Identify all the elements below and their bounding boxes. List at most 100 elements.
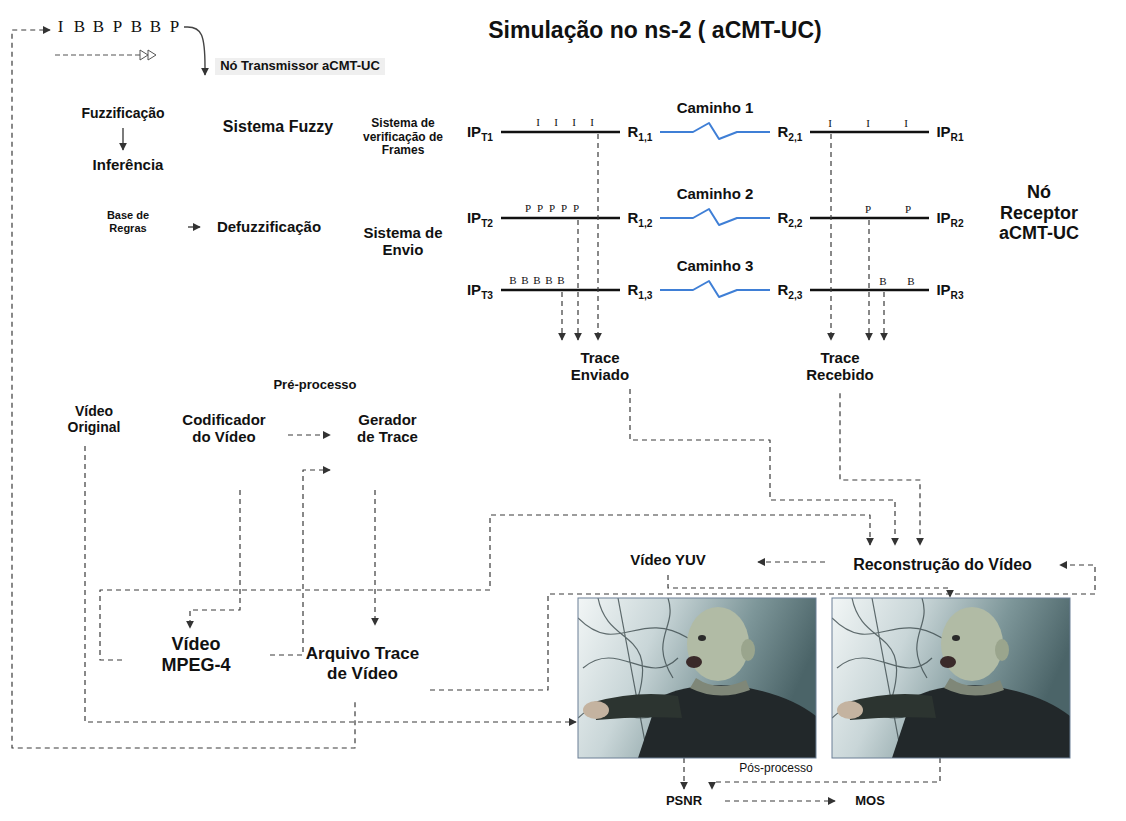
- trace-file-outline: [541, 341, 660, 398]
- process-box-outline: [353, 196, 454, 287]
- node-label: Reconstrução do Vídeo: [853, 556, 1032, 574]
- node-label: Sistema de verificação de Frames: [358, 117, 448, 158]
- router-outline: [621, 199, 659, 237]
- subscript-label: T2: [481, 218, 493, 229]
- flow-arrow: [840, 393, 920, 545]
- packet-outline: [518, 269, 535, 292]
- packet-outline: [542, 269, 559, 292]
- network-link: [810, 131, 929, 134]
- metric-box-outline: [644, 788, 725, 814]
- ip-interface-outline: [460, 112, 500, 152]
- video-frame-outline: [89, 9, 108, 46]
- router-outline: [771, 199, 809, 237]
- ip-interface: IPT2: [459, 197, 501, 239]
- simulation-panel-outline: [39, 3, 1126, 387]
- text-box: P: [547, 196, 557, 220]
- trace-file-outline: [784, 344, 903, 401]
- packet-outline: [904, 271, 921, 292]
- router-outline: [621, 271, 659, 309]
- packet: I: [860, 112, 878, 134]
- text-box: R1,2: [620, 198, 660, 238]
- text-box: I: [825, 112, 835, 134]
- router: R2,2: [770, 198, 810, 238]
- subscript-label: 2,2: [788, 218, 802, 229]
- packet: I: [566, 110, 586, 134]
- text-box: B: [556, 268, 566, 292]
- text-box: Trace Enviado: [560, 344, 640, 388]
- process-box: Base de RegrasInferência: [68, 150, 188, 262]
- node-label: Defuzzificação: [217, 218, 321, 235]
- trace-file-outline: [296, 626, 430, 706]
- ip-interface: IPT1: [459, 111, 501, 153]
- node-label: I: [572, 116, 576, 129]
- text-box: IPR3: [929, 269, 971, 311]
- flow-arrow: [270, 470, 330, 655]
- preprocess-panel-outline: [141, 374, 490, 510]
- ip-interface-outline: [460, 270, 500, 310]
- network-link: [501, 217, 620, 220]
- text-box: R1,1: [620, 112, 660, 152]
- text-box: IPT3: [459, 269, 501, 311]
- ip-interface: IPR2: [929, 197, 971, 239]
- video-flow-wire: [683, 758, 684, 789]
- network-link: [810, 217, 929, 220]
- subscript-label: R2: [951, 218, 964, 229]
- network-link: [501, 289, 620, 292]
- path-label: Caminho 3: [665, 257, 765, 274]
- video-frame: B: [126, 8, 146, 46]
- video-file-outline: [123, 629, 270, 686]
- text-box: Fuzzificação: [74, 102, 172, 124]
- text-box: R2,1: [770, 112, 810, 152]
- text-box: R2,2: [770, 198, 810, 238]
- subscript-label: 1,3: [638, 290, 652, 301]
- text-box: I: [54, 8, 67, 46]
- process-box: Vídeo YUV: [578, 545, 758, 575]
- video-flow-wire: [85, 446, 576, 722]
- trace-file: Trace Enviado: [540, 340, 660, 402]
- text-box: P: [571, 196, 581, 220]
- database-cylinder-outline: [89, 181, 168, 196]
- video-frame: B: [69, 8, 89, 46]
- node-label: P: [905, 203, 911, 216]
- text-box: P: [863, 198, 873, 220]
- text-box: B: [73, 8, 86, 46]
- node-label: Pós-processo: [739, 762, 812, 776]
- packet-outline: [533, 197, 550, 220]
- node-label: IP: [936, 209, 950, 226]
- process-box-outline: [201, 206, 338, 249]
- node-label: R: [627, 123, 638, 140]
- node-label: I: [828, 117, 832, 130]
- node-label: B: [74, 17, 85, 37]
- process-box-outline: [579, 546, 758, 575]
- packet: P: [544, 196, 562, 220]
- node-label: I: [58, 17, 64, 37]
- video-frame-outline: [127, 9, 146, 46]
- subscript-label: 2,3: [788, 290, 802, 301]
- path-label: Caminho 1: [665, 99, 765, 116]
- packet-shape: [566, 110, 586, 134]
- node-label: Vídeo Original: [56, 403, 132, 435]
- process-box-outline: [353, 91, 454, 185]
- video-still-image: [832, 598, 1070, 758]
- router-outline: [771, 271, 809, 309]
- video-file-outline: [51, 399, 138, 445]
- flow-arrow: [868, 220, 869, 340]
- packet-outline: [899, 113, 916, 134]
- text-box: B: [149, 8, 162, 46]
- node-label: B: [131, 17, 142, 37]
- process-box: Fuzzificação: [68, 98, 178, 128]
- flow-arrow: [122, 128, 123, 150]
- flow-arrow: [758, 561, 825, 562]
- ip-interface-outline: [930, 198, 970, 238]
- node-label: P: [525, 202, 531, 215]
- text-box: Inferência: [68, 154, 188, 176]
- node-label: Gerador de Trace: [350, 411, 425, 446]
- video-flow-wire: [668, 575, 950, 597]
- node-label: B: [879, 275, 886, 288]
- packet-outline: [545, 197, 562, 220]
- text-box: IPT2: [459, 197, 501, 239]
- packet: B: [875, 270, 893, 292]
- router-outline: [621, 113, 659, 151]
- text-box: P: [535, 196, 545, 220]
